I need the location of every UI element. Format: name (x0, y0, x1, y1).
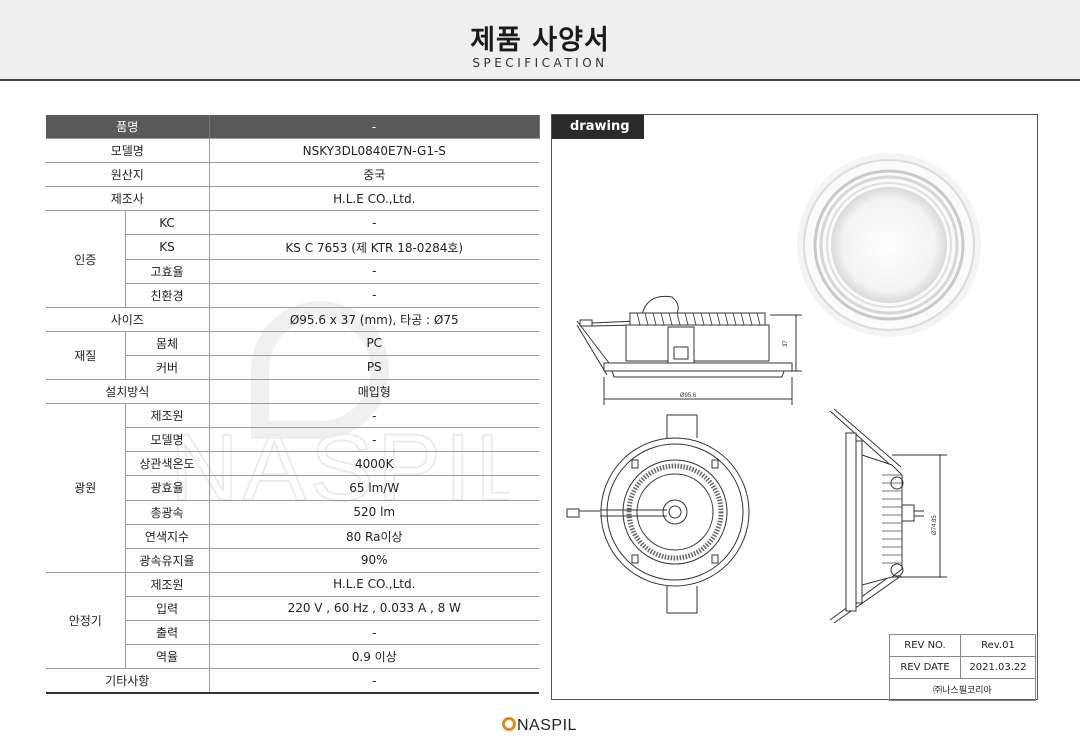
page-subtitle: SPECIFICATION (472, 56, 608, 70)
spec-label: 사이즈 (46, 307, 210, 332)
spec-value: H.L.E CO.,Ltd. (209, 186, 539, 212)
spec-row: 품명- (46, 115, 540, 140)
spec-value: 4000K (209, 451, 539, 477)
spec-sub-label: 입력 (125, 596, 210, 621)
section-view-drawing (829, 408, 947, 624)
spec-value: 220 V , 60 Hz , 0.033 A , 8 W (209, 596, 539, 621)
spec-group-label: 인증 (46, 210, 126, 308)
dim-side-label: Ø74.85 (932, 515, 938, 535)
spec-value: - (209, 668, 539, 695)
spec-value: 80 Ra이상 (209, 524, 539, 549)
spec-sub-label: 출력 (125, 620, 210, 646)
spec-value: 0.9 이상 (209, 644, 539, 670)
spec-value: - (209, 283, 539, 308)
spec-row: 모델명- (46, 427, 539, 453)
spec-row: 친환경- (46, 283, 539, 308)
spec-row: 출력- (46, 620, 539, 646)
spec-group-label: 광원 (46, 403, 126, 573)
product-photo (797, 153, 981, 337)
spec-sub-label: 제조원 (125, 403, 210, 429)
rev-no-value: Rev.01 (960, 634, 1036, 657)
spec-value: 65 lm/W (209, 475, 539, 501)
spec-row: 고효율- (46, 259, 539, 284)
spec-value: H.L.E CO.,Ltd. (209, 572, 539, 597)
revision-block: REV NO. Rev.01 REV DATE 2021.03.22 ㈜나스필코… (889, 634, 1036, 701)
spec-sub-label: 고효율 (125, 259, 210, 284)
spec-sub-label: 광효율 (125, 475, 210, 501)
spec-value: - (209, 403, 539, 429)
spec-value: PS (209, 355, 539, 381)
spec-value: 520 lm (209, 500, 539, 525)
spec-sub-label: KS (125, 234, 210, 260)
dim-width-label: Ø95.6 (680, 393, 697, 399)
spec-value: - (209, 115, 540, 140)
spec-value: NSKY3DL0840E7N-G1-S (209, 138, 539, 164)
spec-label: 제조사 (46, 186, 210, 212)
technical-drawing: Ø95.6 37 (566, 153, 981, 624)
spec-value: PC (209, 331, 539, 356)
drawing-panel: drawing (551, 114, 1038, 701)
drawing-label: drawing (552, 115, 644, 139)
spec-sub-label: 역율 (125, 644, 210, 670)
spec-value: - (209, 427, 539, 453)
top-view-drawing (566, 414, 750, 614)
rev-no-label: REV NO. (889, 634, 961, 657)
spec-sub-label: 몸체 (125, 331, 210, 356)
naspil-logo: NASPIL (502, 717, 577, 734)
spec-label: 모델명 (46, 138, 210, 164)
footer-logo-text: NASPIL (517, 717, 577, 734)
spec-value: - (209, 210, 539, 236)
spec-value: Ø95.6 x 37 (mm), 타공 : Ø75 (209, 307, 539, 332)
dim-height-label: 37 (783, 340, 789, 347)
spec-row: 기타사항- (46, 668, 539, 695)
rev-date-value: 2021.03.22 (960, 656, 1036, 679)
spec-sub-label: 총광속 (125, 500, 210, 525)
spec-label: 설치방식 (46, 379, 210, 405)
spec-sub-label: 친환경 (125, 283, 210, 308)
side-view-drawing (576, 295, 802, 405)
footer-logo: NASPIL (0, 712, 1080, 738)
spec-label: 기타사항 (46, 668, 210, 695)
spec-value: 중국 (209, 162, 539, 188)
spec-label: 품명 (46, 115, 210, 140)
spec-sub-label: 모델명 (125, 427, 210, 453)
spec-value: 90% (209, 548, 539, 573)
spec-value: 매입형 (209, 379, 539, 405)
spec-sub-label: 광속유지율 (125, 548, 210, 573)
spec-label: 원산지 (46, 162, 210, 188)
spec-sub-label: 커버 (125, 355, 210, 381)
company-name: ㈜나스필코리아 (889, 678, 1036, 701)
spec-value: - (209, 620, 539, 646)
page-header: 제품 사양서 SPECIFICATION (0, 0, 1080, 81)
rev-date-label: REV DATE (889, 656, 961, 679)
spec-sub-label: KC (125, 210, 210, 236)
spec-value: KS C 7653 (제 KTR 18-0284호) (209, 234, 539, 260)
spec-sub-label: 연색지수 (125, 524, 210, 549)
spec-sub-label: 상관색온도 (125, 451, 210, 477)
spec-group-label: 재질 (46, 331, 126, 381)
page-title: 제품 사양서 (470, 25, 610, 56)
spec-sub-label: 제조원 (125, 572, 210, 597)
spec-value: - (209, 259, 539, 284)
spec-group-label: 안정기 (46, 572, 126, 670)
